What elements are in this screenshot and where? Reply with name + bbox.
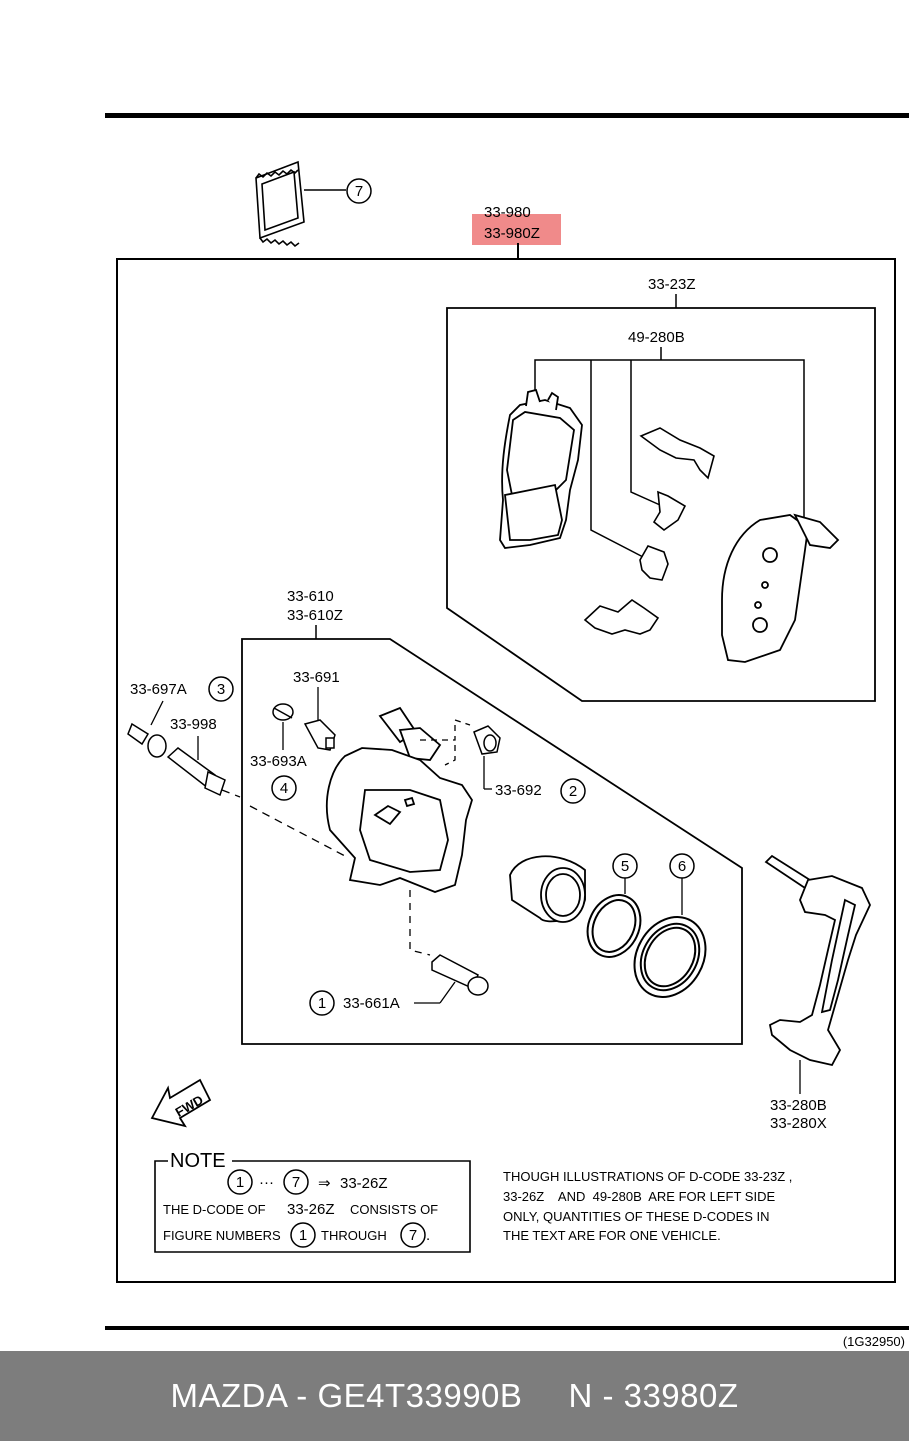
callout-bracket-bottom: 33-280X	[770, 1115, 827, 1132]
shim-clip-illustrations	[583, 427, 715, 635]
inner-brake-pad-illustration	[499, 388, 583, 549]
note-frame	[154, 1160, 471, 1253]
pad-set-frame	[446, 307, 876, 702]
note-title: NOTE	[170, 1150, 226, 1172]
circled-number-1-label: 1	[318, 995, 326, 1012]
callout-guide-pin: 33-661A	[343, 995, 400, 1012]
shims-leader-bracket	[534, 359, 805, 559]
outer-brake-pad-illustration	[721, 513, 840, 663]
note-line2-b: CONSISTS OF	[350, 1202, 438, 1217]
guide-pin-leader	[439, 981, 456, 1004]
remark-line1: THOUGH ILLUSTRATIONS OF D-CODE 33-23Z ,	[503, 1169, 792, 1184]
piston-illustration	[509, 855, 586, 923]
note-line3-end: .	[426, 1227, 430, 1244]
grease-packet-illustration	[255, 160, 305, 248]
circled-number-4-label: 4	[280, 780, 288, 797]
callout-bleeder-cap: 33-693A	[250, 753, 307, 770]
circled-number-2-label: 2	[569, 783, 577, 800]
circled-number-5-label: 5	[621, 858, 629, 875]
note-circle-1-label: 1	[236, 1174, 244, 1191]
caliper-frame	[241, 638, 743, 1045]
callout-kit-highlight: 33-980Z	[484, 225, 540, 242]
note-line3-b: THROUGH	[321, 1228, 387, 1243]
kit-frame	[116, 258, 896, 1283]
guide-pin-illustration	[431, 954, 489, 996]
part-number-footer: MAZDA - GE4T33990B N - 33980Z	[0, 1351, 909, 1441]
bleeder-screw-illustration	[303, 719, 336, 751]
callout-shims: 49-280B	[628, 329, 685, 346]
note-circle-7	[283, 1169, 309, 1195]
caliper-bracket-illustration	[764, 854, 871, 1067]
remark-line2: 33-26Z AND 49-280B ARE FOR LEFT SIDE	[503, 1189, 775, 1204]
pin-bolt-dashed-line	[221, 789, 346, 857]
top-rule	[105, 113, 909, 118]
parts-diagram: 33-980 33-980Z 7 33-23Z 49-280B	[105, 113, 909, 1349]
dust-boot-illustration	[633, 916, 707, 998]
remark-line4: THE TEXT ARE FOR ONE VEHICLE.	[503, 1228, 721, 1243]
highlight-box	[472, 214, 561, 245]
footer-part-number: MAZDA - GE4T33990B	[170, 1377, 523, 1414]
note-line2-code: 33-26Z	[287, 1201, 335, 1218]
circled-number-7	[346, 178, 372, 204]
note-circle-7-label: 7	[292, 1174, 300, 1191]
boot-dashed-line	[420, 719, 471, 766]
callout-bracket-top: 33-280B	[770, 1097, 827, 1114]
figure-code: (1G32950)	[843, 1334, 905, 1349]
note-line2-a: THE D-CODE OF	[163, 1202, 266, 1217]
footer-code: N - 33980Z	[568, 1377, 739, 1414]
note-line3-circle-7	[400, 1222, 426, 1248]
pin-bolt-illustration	[166, 747, 226, 797]
caliper-dashed-line	[409, 890, 431, 956]
guide-pin-boot-illustration	[473, 725, 501, 755]
callout-bleeder: 33-691	[293, 669, 340, 686]
caliper-body-illustration	[325, 706, 473, 893]
circled-number-7-label: 7	[355, 183, 363, 200]
note-line3-circle-1-label: 1	[299, 1227, 307, 1244]
callout-pad-set: 33-23Z	[648, 276, 696, 293]
note-line3-circle-7-label: 7	[409, 1227, 417, 1244]
callout-guide-pin-boot: 33-692	[495, 782, 542, 799]
circled-number-6-label: 6	[678, 858, 686, 875]
callout-kit-top: 33-980	[484, 204, 531, 221]
remark-line3: ONLY, QUANTITIES OF THESE D-CODES IN	[503, 1209, 770, 1224]
note-line3-circle-1	[290, 1222, 316, 1248]
circled-number-3	[208, 676, 234, 702]
fwd-arrow-icon: FWD	[150, 1078, 212, 1128]
note-dots: ···	[259, 1174, 274, 1191]
circled-number-4	[271, 775, 297, 801]
callout-pin-bolt: 33-998	[170, 716, 217, 733]
circled-number-3-label: 3	[217, 681, 225, 698]
note-arrow: ⇒	[318, 1175, 331, 1192]
callout-caliper-bottom: 33-610Z	[287, 607, 343, 624]
note-circle-1	[227, 1169, 253, 1195]
bleeder-cap-illustration	[272, 703, 294, 721]
pin-bolt-cap-illustration	[127, 722, 167, 758]
circled-number-1	[309, 990, 335, 1016]
note-line3-a: FIGURE NUMBERS	[163, 1228, 281, 1243]
piston-seal-illustration	[586, 894, 642, 958]
bottom-rule	[105, 1326, 909, 1330]
callout-caliper-top: 33-610	[287, 588, 334, 605]
callout-pin-bolt-cap: 33-697A	[130, 681, 187, 698]
circled-number-2	[560, 778, 586, 804]
note-line1-code: 33-26Z	[340, 1175, 388, 1192]
pin-bolt-cap-leader	[150, 700, 164, 726]
